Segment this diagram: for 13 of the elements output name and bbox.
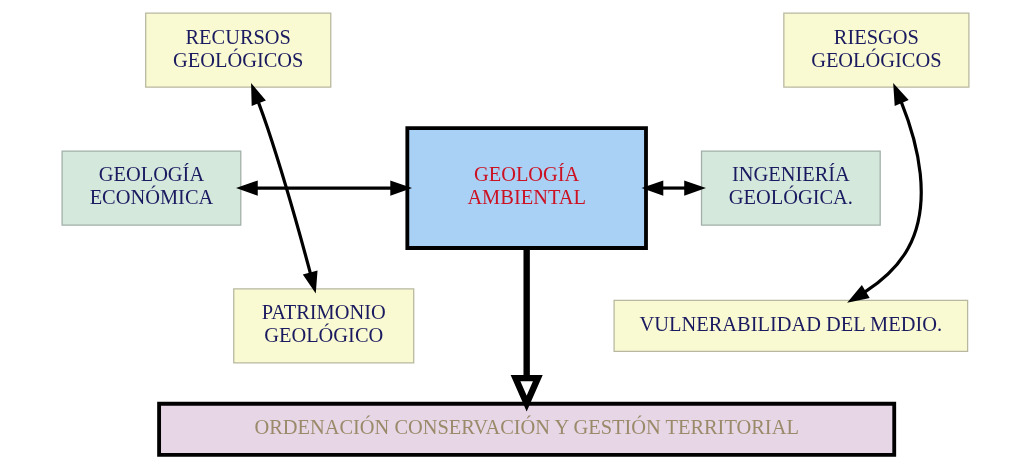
node-box: PATRIMONIO GEOLÓGICO: [232, 288, 414, 364]
arrow: [846, 83, 923, 303]
arrow: [250, 82, 318, 294]
node-box: INGENIERÍA GEOLÓGICA.: [700, 150, 881, 226]
node-box: GEOLOGÍA ECONÓMICA: [60, 150, 241, 226]
node-box: ORDENACIÓN CONSERVACIÓN Y GESTIÓN TERRITORIAL: [156, 401, 896, 457]
arrow: [510, 248, 543, 412]
node-box: RECURSOS GEOLÓGICOS: [144, 12, 331, 88]
node-box: GEOLOGÍA AMBIENTAL: [404, 126, 648, 250]
node-box: VULNERABILIDAD DEL MEDIO.: [612, 299, 968, 353]
node-box: RIESGOS GEOLÓGICOS: [782, 12, 970, 88]
arrow: [641, 180, 706, 196]
arrow: [235, 180, 412, 196]
